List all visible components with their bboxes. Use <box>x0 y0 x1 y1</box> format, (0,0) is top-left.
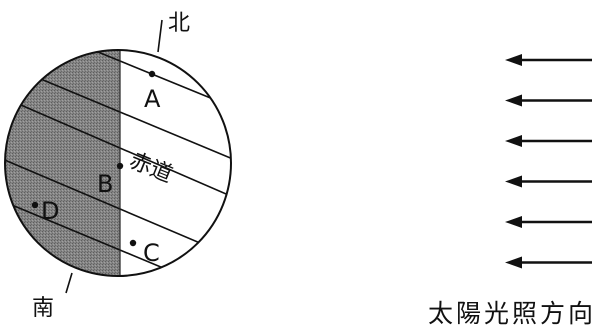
axis-south <box>65 272 73 294</box>
sunlight-arrow <box>505 256 592 269</box>
sunlight-arrow <box>505 135 592 147</box>
equator-label: 赤道 <box>126 148 176 188</box>
north-label: 北 <box>168 11 190 36</box>
point-a-dot <box>148 70 156 78</box>
sunlight-direction-caption: 太陽光照方向 <box>428 299 597 328</box>
sunlight-arrow <box>505 175 592 188</box>
sunlight-arrow <box>505 94 592 107</box>
point-c-label: C <box>143 239 160 267</box>
south-label: 南 <box>32 296 54 321</box>
point-a-label: A <box>144 85 161 113</box>
point-d-dot <box>31 201 39 209</box>
point-b-dot <box>116 162 124 170</box>
axis-north <box>157 19 163 53</box>
sunlight-arrows <box>505 54 592 269</box>
sunlight-arrow <box>505 216 592 228</box>
earth-globe <box>4 49 232 277</box>
point-d-label: D <box>41 197 59 225</box>
point-b-label: B <box>97 170 113 198</box>
point-c-dot <box>129 239 137 247</box>
sunlight-arrow <box>505 54 592 66</box>
